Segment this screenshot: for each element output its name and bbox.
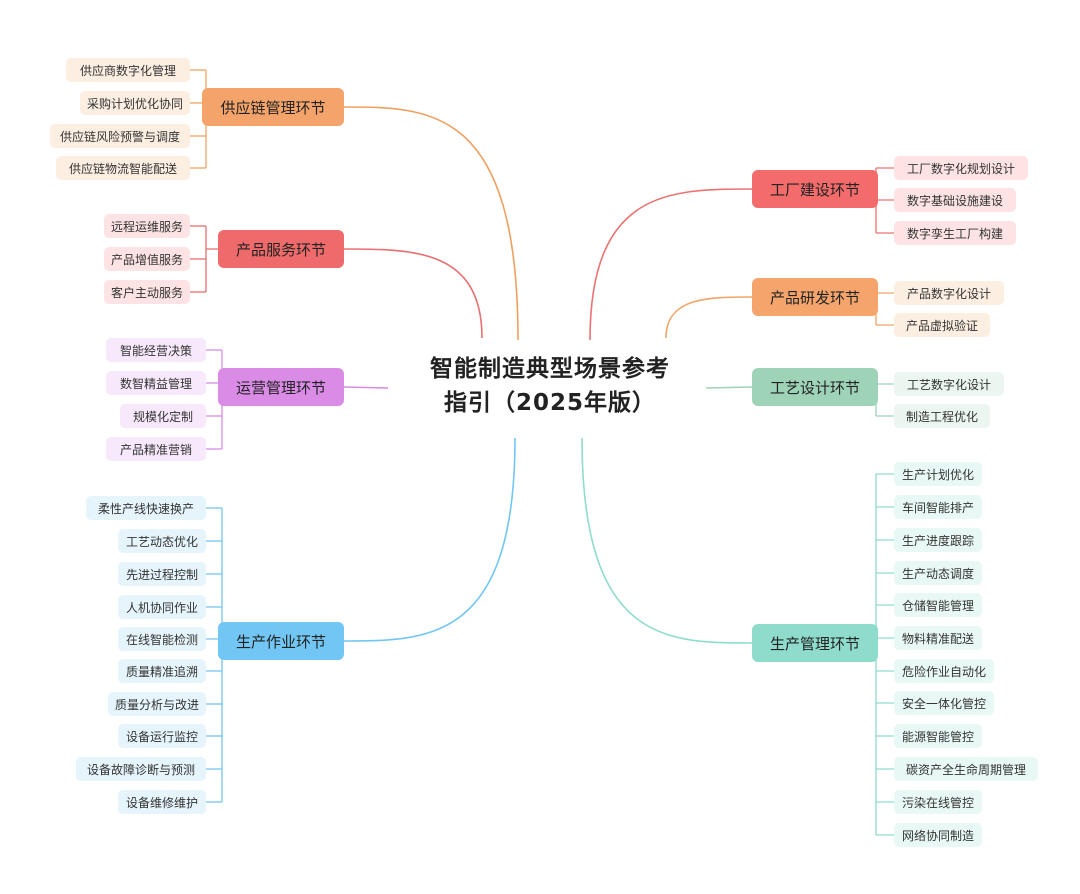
- leaf-node[interactable]: 供应链物流智能配送: [56, 156, 190, 180]
- leaf-node[interactable]: 危险作业自动化: [894, 659, 994, 683]
- leaf-node[interactable]: 规模化定制: [120, 404, 206, 428]
- branch-node-production[interactable]: 生产作业环节: [218, 622, 344, 660]
- connector-ops: [343, 386, 389, 389]
- central-topic-line1: 智能制造典型场景参考: [430, 356, 670, 382]
- central-topic-line2: 指引（2025年版）: [443, 390, 656, 416]
- leaf-node[interactable]: 智能经营决策: [106, 338, 206, 362]
- leaf-node[interactable]: 数字孪生工厂构建: [894, 221, 1016, 245]
- leaf-node[interactable]: 人机协同作业: [118, 595, 206, 619]
- branch-node-process[interactable]: 工艺设计环节: [752, 368, 878, 406]
- leaf-node[interactable]: 工艺数字化设计: [894, 372, 1004, 396]
- leaf-node[interactable]: 生产计划优化: [894, 462, 982, 486]
- leaf-node[interactable]: 安全一体化管控: [894, 691, 994, 715]
- leaf-node[interactable]: 物料精准配送: [894, 626, 982, 650]
- connector-rnd: [665, 296, 753, 339]
- branch-node-service[interactable]: 产品服务环节: [218, 230, 344, 268]
- leaf-node[interactable]: 设备维修维护: [118, 790, 206, 814]
- leaf-node[interactable]: 产品精准营销: [106, 437, 206, 461]
- leaf-node[interactable]: 先进过程控制: [118, 562, 206, 586]
- leaf-node[interactable]: 供应商数字化管理: [66, 58, 190, 82]
- leaf-node[interactable]: 设备运行监控: [118, 724, 206, 748]
- branch-node-factory[interactable]: 工厂建设环节: [752, 170, 878, 208]
- leaf-node[interactable]: 工艺动态优化: [118, 529, 206, 553]
- leaf-node[interactable]: 柔性产线快速换产: [86, 496, 206, 520]
- leaf-node[interactable]: 客户主动服务: [104, 280, 190, 304]
- leaf-node[interactable]: 污染在线管控: [894, 790, 982, 814]
- leaf-node[interactable]: 产品增值服务: [104, 247, 190, 271]
- connector-factory: [589, 188, 753, 341]
- connector-mgmt: [581, 437, 753, 644]
- branch-node-ops[interactable]: 运营管理环节: [218, 368, 344, 406]
- branch-node-mgmt[interactable]: 生产管理环节: [752, 624, 878, 662]
- leaf-node[interactable]: 数智精益管理: [106, 371, 206, 395]
- leaf-node[interactable]: 远程运维服务: [104, 214, 190, 238]
- leaf-node[interactable]: 生产进度跟踪: [894, 528, 982, 552]
- leaf-node[interactable]: 产品数字化设计: [894, 281, 1004, 305]
- leaf-node[interactable]: 工厂数字化规划设计: [894, 156, 1028, 180]
- branch-node-supply[interactable]: 供应链管理环节: [202, 88, 344, 126]
- leaf-node[interactable]: 采购计划优化协同: [80, 91, 190, 115]
- leaf-node[interactable]: 碳资产全生命周期管理: [894, 757, 1038, 781]
- leaf-node[interactable]: 设备故障诊断与预测: [76, 757, 206, 781]
- leaf-node[interactable]: 生产动态调度: [894, 561, 982, 585]
- leaf-node[interactable]: 仓储智能管理: [894, 593, 982, 617]
- connector-production: [343, 437, 516, 642]
- leaf-node[interactable]: 质量精准追溯: [118, 659, 206, 683]
- leaf-node[interactable]: 网络协同制造: [894, 823, 982, 847]
- connector-process: [705, 386, 753, 389]
- leaf-node[interactable]: 制造工程优化: [894, 404, 990, 428]
- branch-node-rnd[interactable]: 产品研发环节: [752, 278, 878, 316]
- leaf-node[interactable]: 在线智能检测: [118, 627, 206, 651]
- leaf-node[interactable]: 车间智能排产: [894, 495, 982, 519]
- leaf-node[interactable]: 产品虚拟验证: [894, 313, 990, 337]
- leaf-node[interactable]: 能源智能管控: [894, 724, 982, 748]
- leaf-node[interactable]: 质量分析与改进: [108, 692, 206, 716]
- connector-service: [343, 248, 483, 339]
- leaf-node[interactable]: 数字基础设施建设: [894, 188, 1016, 212]
- leaf-node[interactable]: 供应链风险预警与调度: [50, 124, 190, 148]
- central-topic: 智能制造典型场景参考 指引（2025年版）: [400, 352, 700, 420]
- connector-supply: [343, 106, 519, 341]
